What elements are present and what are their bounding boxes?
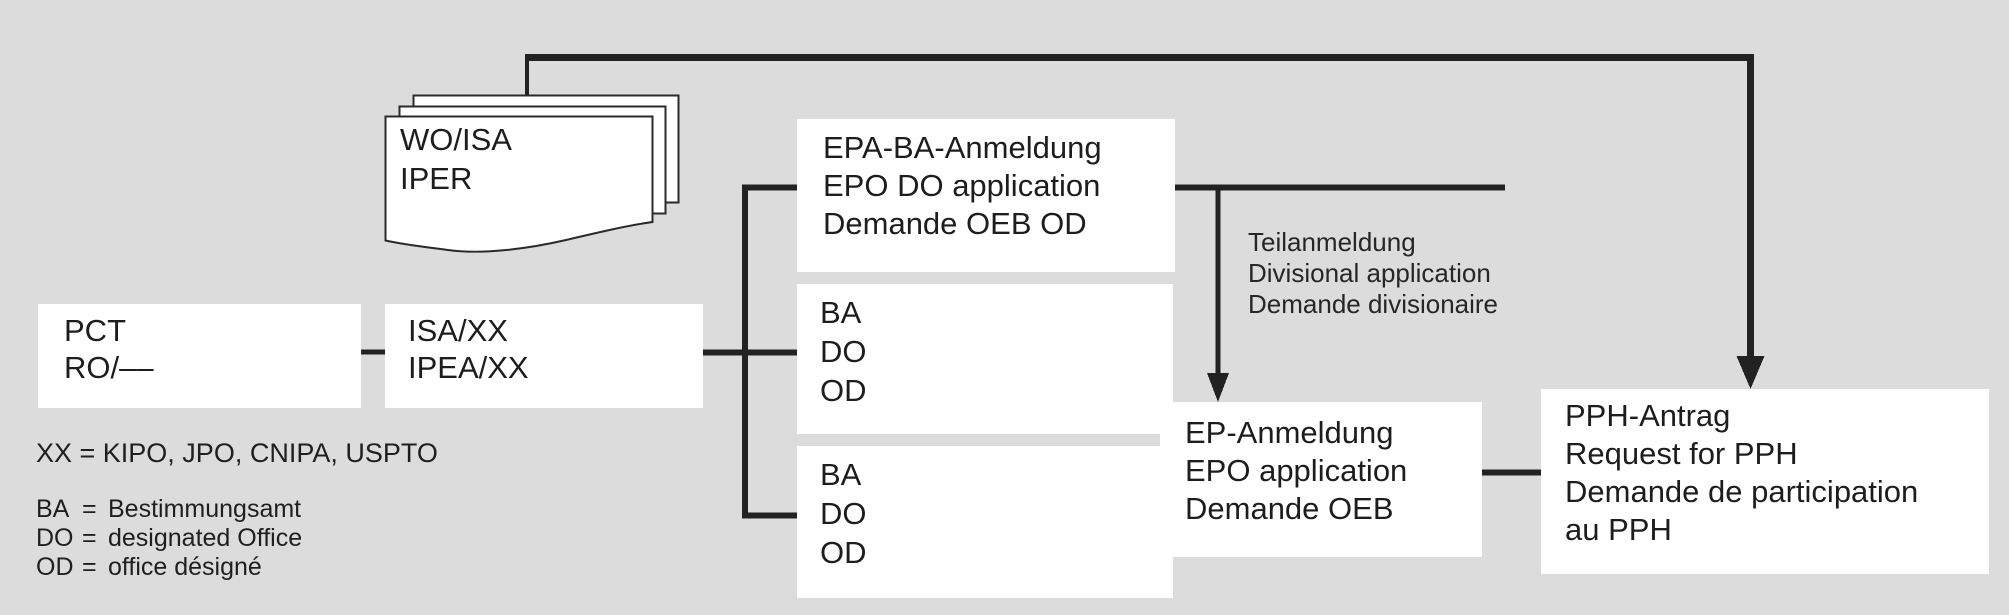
legend-row-do: DO = designated Office (36, 524, 438, 553)
ep-line-1: EP-Anmeldung (1185, 415, 1394, 450)
pph-line-1: PPH-Antrag (1565, 398, 1731, 433)
legend-do-def: designated Office (108, 524, 303, 552)
divisional-note-line-2: Divisional application (1248, 258, 1491, 288)
arrow-down-pph-icon (1736, 356, 1765, 389)
legend-do-abbr: DO (36, 524, 74, 552)
stack-line-2: IPER (400, 161, 473, 196)
arrow-down-ep-icon (1207, 373, 1229, 402)
ba2-line-3: OD (820, 535, 867, 570)
pph-request-box: PPH-Antrag Request for PPH Demande de pa… (1541, 389, 1989, 574)
legend-ba-def: Bestimmungsamt (108, 495, 302, 523)
legend-row-ba: BA = Bestimmungsamt (36, 495, 438, 524)
ba1-line-2: DO (820, 334, 867, 369)
document-stack-icon (384, 94, 680, 253)
ba2-line-1: BA (820, 457, 862, 492)
legend-xx-line: XX = KIPO, JPO, CNIPA, USPTO (36, 438, 438, 468)
legend-abbreviations: BA = Bestimmungsamt DO = designated Offi… (36, 495, 438, 582)
ba-do-od-box-2: BA DO OD (797, 446, 1173, 598)
ba-do-od-box-1: BA DO OD (797, 284, 1173, 434)
legend-ba-abbr: BA (36, 495, 70, 523)
epa-ba-application-box: EPA-BA-Anmeldung EPO DO application Dema… (797, 119, 1175, 272)
pph-line-2: Request for PPH (1565, 436, 1798, 471)
stack-line-1: WO/ISA (400, 122, 512, 157)
legend: XX = KIPO, JPO, CNIPA, USPTO BA = Bestim… (36, 438, 438, 582)
epa-ba-line-1: EPA-BA-Anmeldung (823, 130, 1102, 165)
divisional-note-line-1: Teilanmeldung (1248, 227, 1416, 257)
epa-ba-line-3: Demande OEB OD (823, 206, 1087, 241)
pct-ro-line-1: PCT (64, 313, 126, 348)
pct-ro-line-2: RO/–– (64, 350, 154, 385)
divisional-note-line-3: Demande divisionaire (1248, 289, 1499, 319)
isa-ipea-box: ISA/XX IPEA/XX (385, 304, 703, 408)
ba1-line-3: OD (820, 373, 867, 408)
legend-od-def: office désigné (108, 553, 262, 581)
ep-line-3: Demande OEB (1185, 491, 1394, 526)
ep-line-2: EPO application (1185, 453, 1408, 488)
document-stack-label: WO/ISA IPER (400, 120, 512, 198)
legend-row-od: OD = office désigné (36, 553, 438, 582)
legend-od-abbr: OD (36, 553, 74, 581)
connector-top-route-to-pph (525, 54, 1754, 358)
ep-application-box: EP-Anmeldung EPO application Demande OEB (1160, 402, 1482, 557)
legend-od-eq: = (82, 553, 97, 581)
ba1-line-1: BA (820, 295, 862, 330)
isa-line-2: IPEA/XX (408, 350, 529, 385)
pph-line-3: Demande de participation (1565, 474, 1919, 509)
legend-do-eq: = (82, 524, 97, 552)
pph-line-4: au PPH (1565, 512, 1672, 547)
document-page-front (384, 115, 654, 253)
isa-line-1: ISA/XX (408, 313, 508, 348)
divisional-note: Teilanmeldung Divisional application Dem… (1248, 227, 1498, 320)
epa-ba-line-2: EPO DO application (823, 168, 1101, 203)
pct-ro-box: PCT RO/–– (38, 304, 361, 408)
legend-ba-eq: = (82, 495, 97, 523)
ba2-line-2: DO (820, 496, 867, 531)
